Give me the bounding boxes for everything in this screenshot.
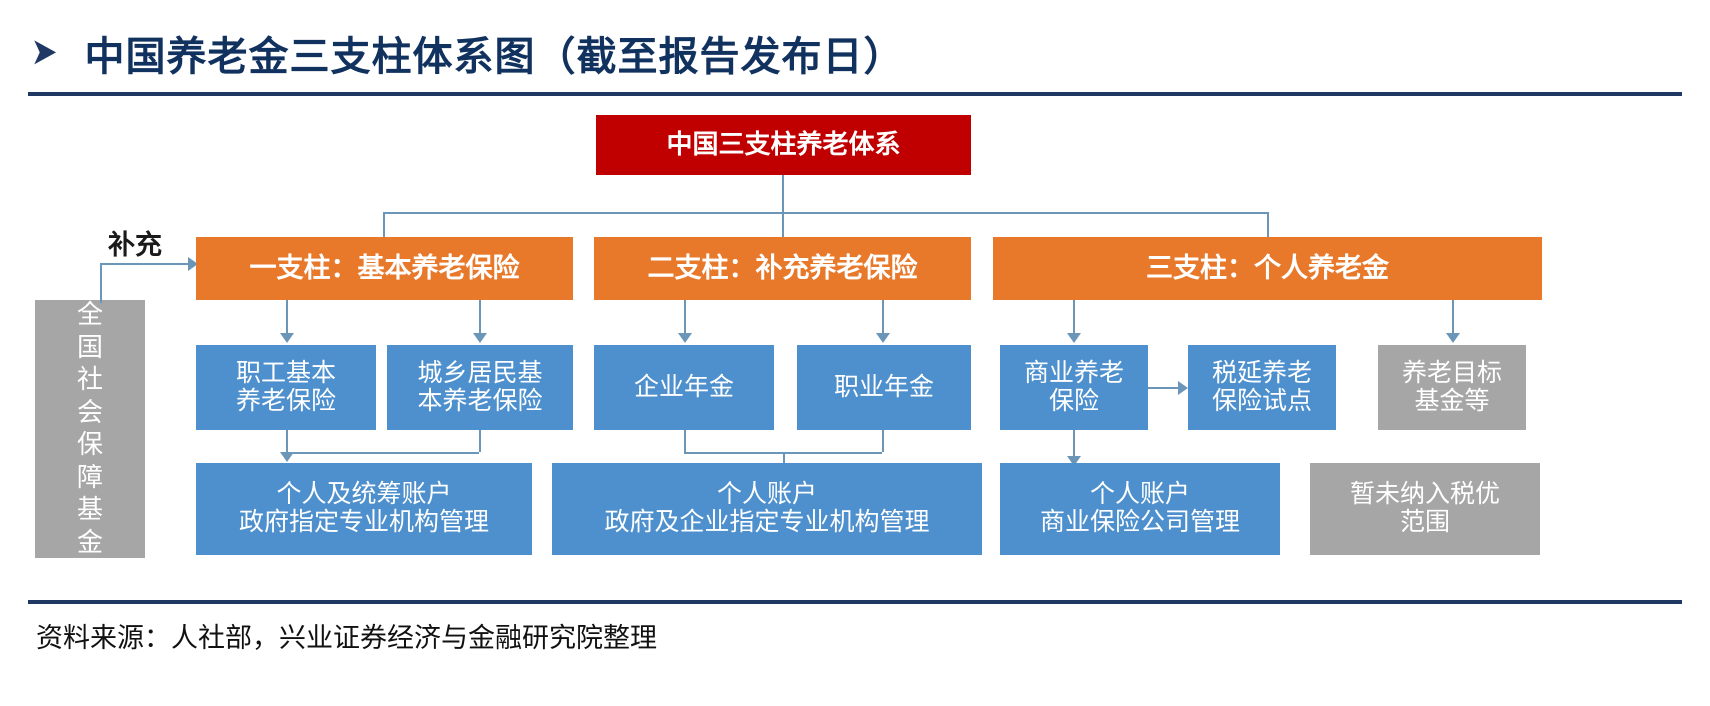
connector-s34-stem <box>783 452 785 472</box>
arrow-p3-to-scheme7 <box>1446 333 1460 343</box>
node-scheme-target-date-funds: 养老目标 基金等 <box>1378 345 1526 430</box>
connector-drop-pillar-2 <box>782 212 784 237</box>
arrow-p2-to-scheme3 <box>678 333 692 343</box>
arrow-s1-to-account1 <box>280 452 294 462</box>
node-scheme-commercial-pension-insurance: 商业养老 保险 <box>1000 345 1148 430</box>
connector-drop-pillar-1 <box>383 212 385 237</box>
connector-s2-bus <box>286 452 479 454</box>
arrow-commercial-to-taxdeferred <box>1178 381 1188 395</box>
connector-fund-up <box>100 263 102 303</box>
node-root-system: 中国三支柱养老体系 <box>596 115 971 175</box>
connector-p3-stem-b <box>1452 300 1454 336</box>
node-national-social-security-fund: 全 国 社 会 保 障 基 金 <box>35 300 145 558</box>
arrow-p2-to-scheme4 <box>876 333 890 343</box>
connector-s2-down <box>479 430 481 452</box>
arrow-p1-to-scheme2 <box>473 333 487 343</box>
arrow-p1-to-scheme1 <box>280 333 294 343</box>
node-account-individual-gov-enterprise: 个人账户 政府及企业指定专业机构管理 <box>552 463 982 555</box>
node-pillar-2: 二支柱：补充养老保险 <box>594 237 971 300</box>
source-note: 资料来源：人社部，兴业证券经济与金融研究院整理 <box>36 623 657 653</box>
arrow-s5-to-account3 <box>1067 456 1081 466</box>
connector-root-stem <box>782 175 784 212</box>
footer-divider <box>28 600 1682 604</box>
node-account-not-tax-advantaged: 暂未纳入税优 范围 <box>1310 463 1540 555</box>
connector-p2-stem-b <box>882 300 884 336</box>
node-pillar-3: 三支柱：个人养老金 <box>993 237 1542 300</box>
arrow-fund-to-pillar1 <box>188 257 198 271</box>
connector-p1-stem-b <box>479 300 481 336</box>
title-divider <box>28 92 1682 96</box>
node-account-individual-and-pooled: 个人及统筹账户 政府指定专业机构管理 <box>196 463 532 555</box>
page-title: 中国养老金三支柱体系图（截至报告发布日） <box>84 34 905 79</box>
connector-s1-down <box>286 430 288 456</box>
connector-s4-down <box>882 430 884 452</box>
node-scheme-employee-basic-pension: 职工基本 养老保险 <box>196 345 376 430</box>
node-pillar-1: 一支柱：基本养老保险 <box>196 237 573 300</box>
node-scheme-enterprise-annuity: 企业年金 <box>594 345 774 430</box>
connector-p3-stem <box>1073 300 1075 336</box>
connector-s3-down <box>684 430 686 452</box>
supplement-label: 补充 <box>108 230 162 260</box>
connector-commercial-to-taxdeferred <box>1148 387 1178 389</box>
connector-s5-down <box>1073 430 1075 460</box>
arrow-p3-to-scheme5 <box>1067 333 1081 343</box>
page-header: ➤ 中国养老金三支柱体系图（截至报告发布日） <box>30 22 1680 84</box>
diagram-canvas: 中国三支柱养老体系 补充 全 国 社 会 保 障 基 金 一支柱：基本养老保险 … <box>0 100 1710 590</box>
triangle-right-icon: ➤ <box>32 34 57 71</box>
connector-fund-across <box>100 263 188 265</box>
connector-drop-pillar-3 <box>1267 212 1269 237</box>
connector-p1-stem <box>286 300 288 336</box>
node-scheme-urban-rural-resident-pension: 城乡居民基 本养老保险 <box>387 345 573 430</box>
node-scheme-tax-deferred-pension-pilot: 税延养老 保险试点 <box>1188 345 1336 430</box>
connector-root-bus <box>383 212 1268 214</box>
connector-p2-stem <box>684 300 686 336</box>
node-scheme-occupational-annuity: 职业年金 <box>797 345 971 430</box>
node-account-individual-insurer-managed: 个人账户 商业保险公司管理 <box>1000 463 1280 555</box>
